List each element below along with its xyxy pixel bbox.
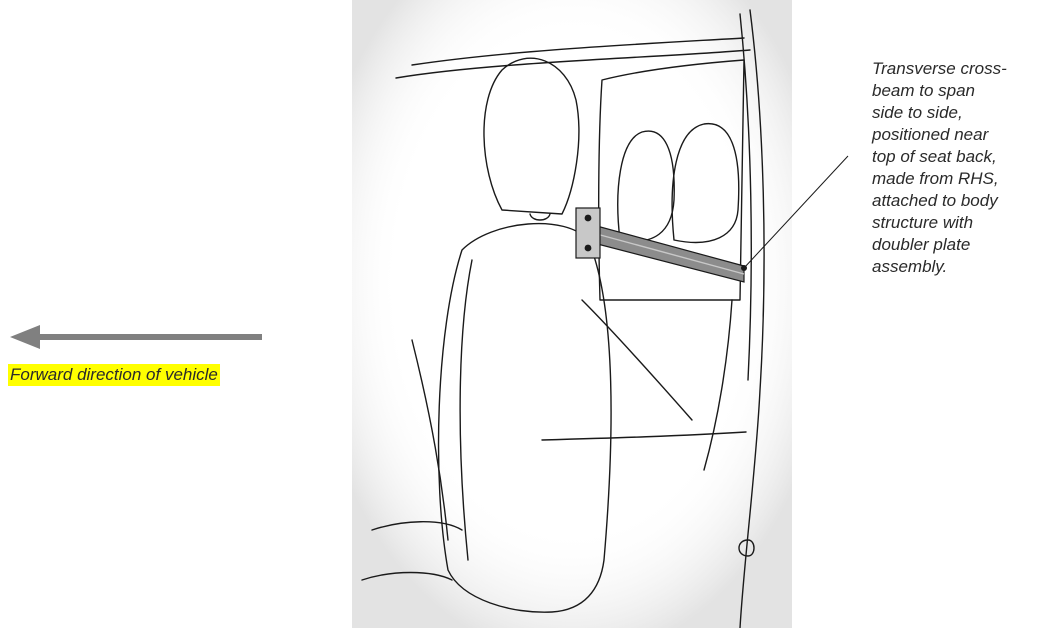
- leader-dot: [741, 265, 747, 271]
- forward-direction-caption: Forward direction of vehicle: [8, 364, 220, 386]
- arrow-head: [10, 325, 40, 349]
- forward-direction-arrow: [10, 322, 262, 352]
- image-vignette: [352, 0, 792, 628]
- plate-bolt-top: [585, 215, 592, 222]
- crossbeam-callout-text: Transverse cross- beam to span side to s…: [872, 58, 1032, 278]
- callout-leader-line: [736, 150, 856, 290]
- seat-crossbeam-illustration: [352, 0, 792, 628]
- doubler-plate-assembly: [576, 208, 600, 258]
- arrow-shaft: [38, 334, 262, 340]
- plate-bolt-bottom: [585, 245, 592, 252]
- leader-line: [744, 156, 848, 268]
